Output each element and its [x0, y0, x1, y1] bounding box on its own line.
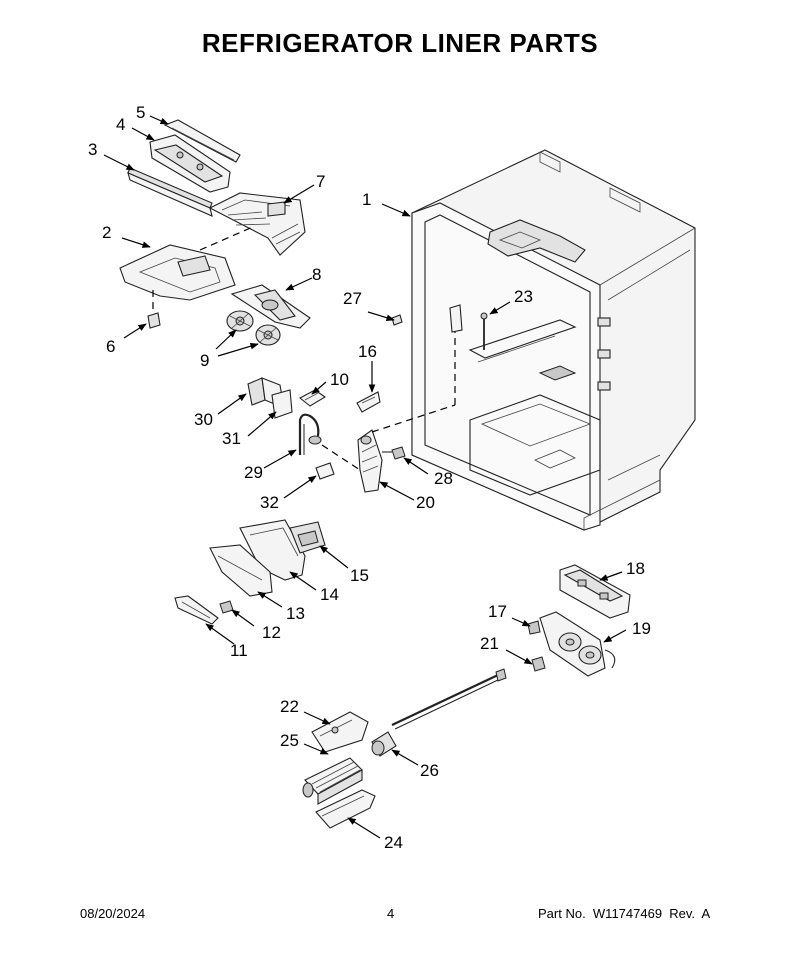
- callout-16: 16: [358, 342, 377, 361]
- callout-23: 23: [514, 287, 533, 306]
- footer-part-number: Part No. W11747469 Rev. A: [538, 906, 711, 921]
- callout-13: 13: [286, 604, 305, 623]
- bracket-18-part: [559, 564, 631, 619]
- housing-part: [149, 134, 231, 193]
- air-duct-part: [208, 192, 306, 256]
- liner-clip-part: [449, 304, 463, 333]
- callout-24: 24: [384, 833, 403, 852]
- small-bracket-part: [299, 389, 327, 407]
- callout-17: 17: [488, 602, 507, 621]
- callout-2: 2: [102, 223, 111, 242]
- callout-4: 4: [116, 115, 125, 134]
- tube-part: [298, 413, 322, 455]
- filter-head-part: [311, 711, 369, 753]
- valve-assembly-part: [539, 611, 616, 677]
- screw-17-part: [527, 620, 541, 635]
- callout-10: 10: [330, 370, 349, 389]
- clip-part: [147, 290, 161, 329]
- water-tube-part: [391, 668, 507, 730]
- callout-26: 26: [420, 761, 439, 780]
- front-cover-part: [209, 544, 273, 597]
- callout-21: 21: [480, 634, 499, 653]
- lens-part: [174, 595, 219, 625]
- page-title: REFRIGERATOR LINER PARTS: [201, 28, 599, 58]
- callout-31: 31: [222, 429, 241, 448]
- liner-part: [411, 149, 696, 531]
- cover-part: [119, 244, 236, 301]
- callout-12: 12: [262, 623, 281, 642]
- callout-8: 8: [312, 265, 321, 284]
- screw-28-part: [382, 446, 406, 460]
- callout-6: 6: [106, 337, 115, 356]
- callout-9: 9: [200, 351, 209, 370]
- leader-lines: [103, 115, 627, 839]
- callout-19: 19: [632, 619, 651, 638]
- cap-part: [356, 391, 381, 413]
- dispenser-housing-part: [357, 429, 383, 493]
- callout-29: 29: [244, 463, 263, 482]
- callout-25: 25: [280, 731, 299, 750]
- filter-cover-part: [315, 789, 376, 829]
- callout-28: 28: [434, 469, 453, 488]
- filter-part: [302, 757, 363, 805]
- callout-20: 20: [416, 493, 435, 512]
- filter-housing-part: [371, 731, 397, 757]
- callout-14: 14: [320, 585, 339, 604]
- damper-part: [230, 284, 311, 329]
- clip-32-part: [315, 462, 335, 480]
- fan-parts: [226, 310, 281, 346]
- callout-11: 11: [230, 641, 248, 660]
- footer-page-number: 4: [387, 906, 395, 921]
- switch-part: [247, 377, 293, 419]
- callout-22: 22: [280, 697, 299, 716]
- bracket-part: [163, 119, 241, 163]
- callout-30: 30: [194, 410, 213, 429]
- screw-21-part: [531, 656, 546, 672]
- callout-7: 7: [316, 172, 325, 191]
- callout-3: 3: [88, 140, 97, 159]
- footer-date: 08/20/2024: [80, 906, 146, 921]
- screw-12-part: [219, 600, 234, 614]
- callout-5: 5: [136, 103, 145, 122]
- callout-15: 15: [350, 566, 369, 585]
- callout-32: 32: [260, 493, 279, 512]
- callout-18: 18: [626, 559, 645, 578]
- dispenser-module-part: [239, 519, 326, 581]
- callout-1: 1: [362, 190, 371, 209]
- callout-27: 27: [343, 289, 362, 308]
- callout-labels: 1 2 3 4 5 6 7 8 9 10 11 12 13 14 15 16 1…: [88, 103, 651, 852]
- probe-part: [480, 312, 488, 350]
